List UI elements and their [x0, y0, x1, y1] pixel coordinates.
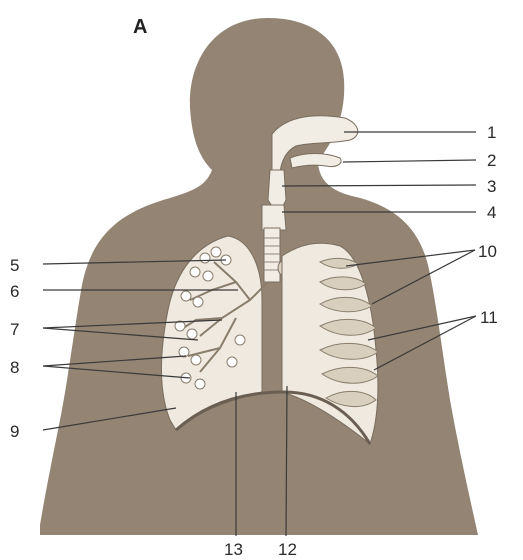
label-10: 10 [478, 242, 497, 261]
label-4: 4 [487, 203, 496, 222]
larynx [262, 205, 286, 230]
label-12: 12 [278, 540, 297, 559]
label-3: 3 [487, 177, 496, 196]
trachea [264, 228, 280, 282]
label-11: 11 [480, 308, 498, 327]
label-5: 5 [10, 256, 19, 275]
panel-letter: A [133, 16, 147, 38]
label-8: 8 [10, 358, 19, 377]
label-9: 9 [10, 422, 19, 441]
label-7: 7 [10, 320, 19, 339]
label-1: 1 [487, 123, 496, 142]
label-6: 6 [10, 282, 19, 301]
label-2: 2 [487, 151, 496, 170]
label-13: 13 [224, 540, 243, 559]
